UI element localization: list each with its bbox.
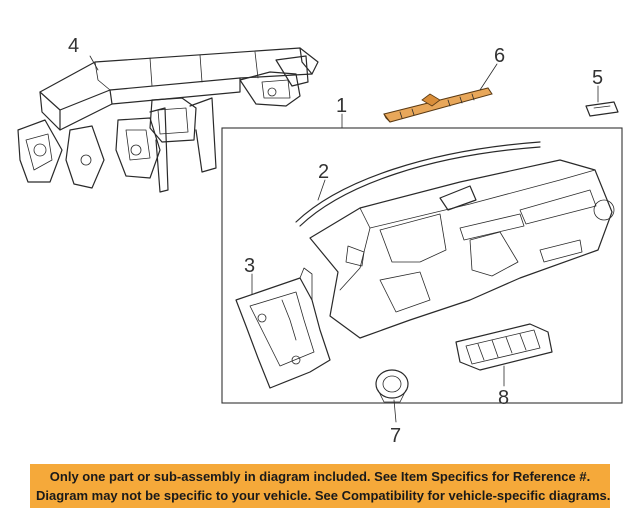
callout-2: 2 <box>318 161 329 183</box>
callout-6: 6 <box>494 45 505 67</box>
part-8-vent <box>455 323 553 371</box>
leader-lines <box>89 55 599 423</box>
part-5-clip <box>585 101 619 117</box>
callout-3: 3 <box>244 255 255 277</box>
callout-7: 7 <box>390 425 401 447</box>
parts-diagram: 4 6 5 1 2 3 7 8 <box>17 35 623 447</box>
part-6-air-duct <box>383 87 493 123</box>
notice-line-2: Diagram may not be specific to your vehi… <box>36 488 610 503</box>
notice-banner: Only one part or sub-assembly in diagram… <box>30 464 610 508</box>
assembly-box-1 <box>221 127 623 404</box>
part-7-knob <box>375 369 409 403</box>
part-1-instrument-panel <box>309 159 615 339</box>
callout-5: 5 <box>592 67 603 89</box>
notice-line-1: Only one part or sub-assembly in diagram… <box>49 469 591 484</box>
part-4-carrier-frame <box>17 47 319 193</box>
part-3-bracket <box>235 267 331 389</box>
callout-8: 8 <box>498 387 509 409</box>
callout-4: 4 <box>68 35 79 57</box>
callout-1: 1 <box>336 95 347 117</box>
part-2-trim-strip <box>295 141 541 227</box>
